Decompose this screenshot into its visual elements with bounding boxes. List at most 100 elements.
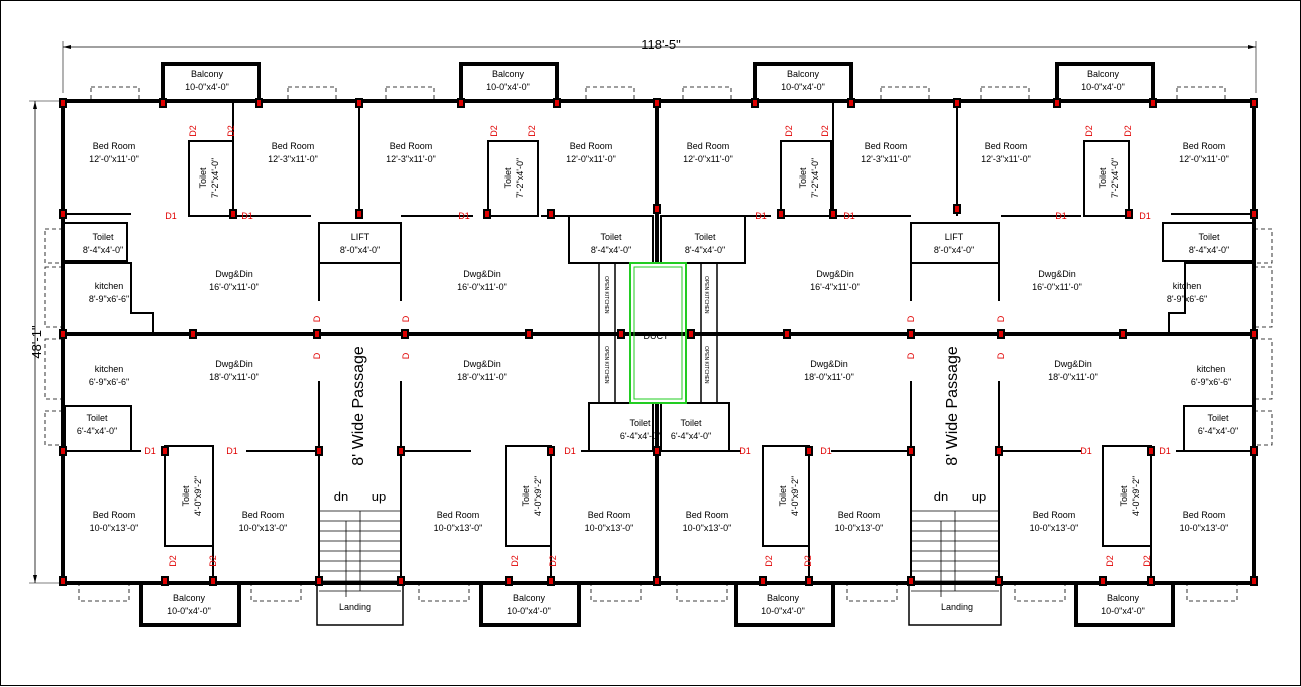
- room-name: Balcony: [513, 593, 546, 603]
- overall-width-dimension: 118'-5": [62, 37, 1257, 93]
- column-core: [999, 331, 1003, 337]
- room-size: 12'-3"x11'-0": [268, 154, 318, 164]
- column-core: [779, 211, 783, 217]
- column-core: [997, 578, 1001, 584]
- room-size: 12'-0"x11'-0": [89, 154, 139, 164]
- room-size: 4'-0"x9'-2": [1131, 476, 1141, 516]
- room-size: 8'-0"x4'-0": [340, 245, 380, 255]
- door-label: D2: [208, 555, 218, 567]
- depth-dimension-text: 48'-1": [29, 325, 44, 359]
- door-label: D: [996, 315, 1006, 322]
- door-label: D1: [755, 211, 767, 221]
- room-name: Balcony: [787, 69, 820, 79]
- column-core: [317, 578, 321, 584]
- room-size: 10-0"x4'-0": [507, 606, 551, 616]
- door-label: D1: [226, 446, 238, 456]
- room-size: 12'-3"x11'-0": [861, 154, 911, 164]
- room-name: Dwg&Din: [1038, 269, 1076, 279]
- room-size: 12'-0"x11'-0": [1179, 154, 1229, 164]
- column-core: [549, 211, 553, 217]
- column-core: [485, 211, 489, 217]
- door-label: D: [906, 315, 916, 322]
- room-name: Bed Room: [93, 510, 136, 520]
- room-size: 6'-4"x4'-0": [1198, 426, 1238, 436]
- door-label: D2: [803, 555, 813, 567]
- room-name: Toilet: [600, 232, 622, 242]
- room-name: Balcony: [492, 69, 525, 79]
- room-size: 4'-0"x9'-2": [533, 476, 543, 516]
- room-size: 7'-2"x4'-0": [810, 158, 820, 198]
- column-core: [849, 100, 853, 106]
- room-name: Dwg&Din: [816, 269, 854, 279]
- column-core: [163, 448, 167, 454]
- room-name: Toilet: [92, 232, 114, 242]
- door-label: D: [401, 315, 411, 322]
- room-size: 10-0"x4'-0": [486, 82, 530, 92]
- room-size: 12'-0"x11'-0": [566, 154, 616, 164]
- room-size: 10-0"x13'-0": [434, 523, 483, 533]
- door-label: D1: [564, 446, 576, 456]
- stair-down-label: dn: [334, 489, 348, 504]
- door-label: D2: [1142, 555, 1152, 567]
- room-name: Balcony: [767, 593, 800, 603]
- room-name: Bed Room: [570, 141, 613, 151]
- room-name: kitchen: [95, 281, 124, 291]
- column-core: [357, 211, 361, 217]
- column-core: [549, 578, 553, 584]
- door-label: D2: [226, 125, 236, 137]
- room-name: Bed Room: [93, 141, 136, 151]
- room-size: 7'-2"x4'-0": [210, 158, 220, 198]
- room-name: Bed Room: [588, 510, 631, 520]
- door-label: D: [312, 315, 322, 322]
- column-core: [1252, 331, 1256, 337]
- duct-label: DUCT: [644, 331, 669, 341]
- room-name: Dwg&Din: [1054, 359, 1092, 369]
- column-core: [357, 100, 361, 106]
- column-core: [1055, 100, 1059, 106]
- room-name: Balcony: [191, 69, 224, 79]
- column-core: [909, 331, 913, 337]
- door-label: D1: [820, 446, 832, 456]
- landing-label: Landing: [339, 602, 371, 612]
- room-size: 18'-0"x11'-0": [1048, 372, 1098, 382]
- room-name: Bed Room: [686, 510, 729, 520]
- column-core: [161, 100, 165, 106]
- room-name: Dwg&Din: [463, 359, 501, 369]
- open-kitchen-label: OPEN KITCHEN: [603, 346, 609, 384]
- window-projections: [44, 86, 1273, 602]
- room-name: kitchen: [1197, 364, 1226, 374]
- room-size: 6'-4"x4'-0": [671, 431, 711, 441]
- room-name: Toilet: [680, 418, 702, 428]
- column-core: [399, 448, 403, 454]
- room-size: 12'-3"x11'-0": [981, 154, 1031, 164]
- column-core: [955, 100, 959, 106]
- room-name: Balcony: [1107, 593, 1140, 603]
- room-size: 8'-9"x6'-6": [1167, 294, 1207, 304]
- column-core: [1121, 331, 1125, 337]
- room-name: Balcony: [1087, 69, 1120, 79]
- door-label: D1: [1139, 211, 1151, 221]
- column-core: [1252, 448, 1256, 454]
- door-label: D2: [489, 125, 499, 137]
- column-core: [555, 100, 559, 106]
- column-core: [753, 100, 757, 106]
- door-label: D: [401, 352, 411, 359]
- room-size: 8'-4"x4'-0": [591, 245, 631, 255]
- column-core: [61, 331, 65, 337]
- room-size: 16'-0"x11'-0": [1032, 282, 1082, 292]
- door-label: D1: [1055, 211, 1067, 221]
- room-size: 8'-4"x4'-0": [83, 245, 123, 255]
- room-name: Toilet: [1207, 413, 1229, 423]
- door-label: D1: [458, 211, 470, 221]
- column-core: [61, 100, 65, 106]
- room-name: LIFT: [945, 232, 964, 242]
- room-size: 8'-9"x6'-6": [89, 294, 129, 304]
- column-core: [61, 578, 65, 584]
- room-name: Dwg&Din: [215, 269, 253, 279]
- column-core: [807, 448, 811, 454]
- stair-down-label: dn: [934, 489, 948, 504]
- room-size: 8'-4"x4'-0": [1189, 245, 1229, 255]
